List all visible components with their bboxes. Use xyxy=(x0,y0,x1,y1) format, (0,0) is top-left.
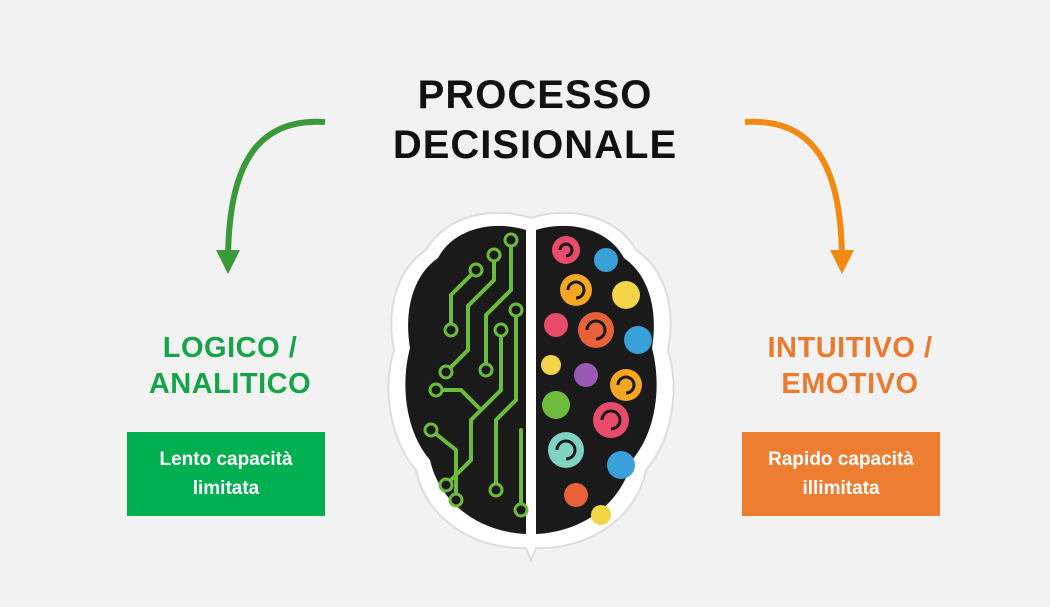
fast-unlimited-box: Rapido capacità illimitata xyxy=(742,432,940,516)
logical-label-line-1: LOGICO / xyxy=(162,332,298,364)
intuitive-label-line-1: INTUITIVO / xyxy=(767,332,933,364)
intuitive-label-line-2: EMOTIVO xyxy=(781,368,919,400)
fast-box-line-2: illimitata xyxy=(802,478,880,499)
fast-box-line-1: Rapido capacità xyxy=(768,449,914,470)
diagram-title: PROCESSO DECISIONALE xyxy=(330,70,740,170)
brain-icon xyxy=(387,211,675,563)
curved-arrow-down-left-icon xyxy=(216,118,326,274)
slow-limited-box: Lento capacità limitata xyxy=(127,432,325,516)
intuitive-emotional-label: INTUITIVO / EMOTIVO xyxy=(720,330,980,402)
slow-box-line-1: Lento capacità xyxy=(159,449,293,470)
title-line-2: DECISIONALE xyxy=(392,123,678,167)
logical-analytical-label: LOGICO / ANALITICO xyxy=(110,330,350,402)
logical-label-line-2: ANALITICO xyxy=(148,368,312,400)
curved-arrow-down-right-icon xyxy=(744,118,854,274)
title-line-1: PROCESSO xyxy=(417,73,653,117)
slow-box-line-2: limitata xyxy=(192,478,260,499)
